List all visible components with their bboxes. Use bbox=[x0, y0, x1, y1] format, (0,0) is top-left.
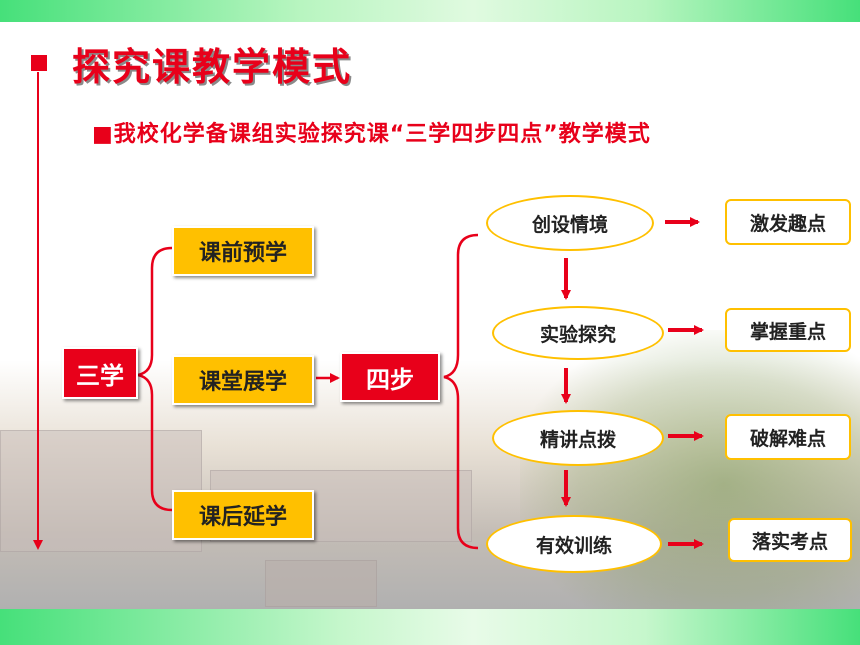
point-exam-points: 落实考点 bbox=[728, 518, 852, 562]
in-class-learning-box: 课堂展学 bbox=[172, 355, 314, 405]
point-master-key: 掌握重点 bbox=[725, 308, 851, 352]
pre-class-learning-box: 课前预学 bbox=[172, 226, 314, 276]
step-experiment-inquiry: 实验探究 bbox=[492, 306, 664, 360]
bottom-band bbox=[0, 609, 860, 645]
page-subtitle: ■我校化学备课组实验探究课“三学四步四点”教学模式 bbox=[92, 122, 651, 147]
step-explain-guide: 精讲点拨 bbox=[492, 410, 664, 466]
three-learn-bracket bbox=[137, 246, 173, 512]
title-bullet bbox=[31, 55, 47, 71]
page-title: 探究课教学模式 bbox=[72, 45, 353, 89]
after-class-learning-box: 课后延学 bbox=[172, 490, 314, 540]
step-effective-training: 有效训练 bbox=[486, 515, 662, 573]
top-band bbox=[0, 0, 860, 22]
point-stimulate-interest: 激发趣点 bbox=[725, 199, 851, 245]
step-create-situation: 创设情境 bbox=[486, 195, 654, 251]
four-steps-bracket bbox=[443, 233, 479, 550]
gate-shape bbox=[265, 560, 377, 607]
three-learn-box: 三学 bbox=[62, 347, 138, 399]
four-steps-box: 四步 bbox=[340, 352, 440, 402]
point-solve-difficulty: 破解难点 bbox=[725, 414, 851, 460]
